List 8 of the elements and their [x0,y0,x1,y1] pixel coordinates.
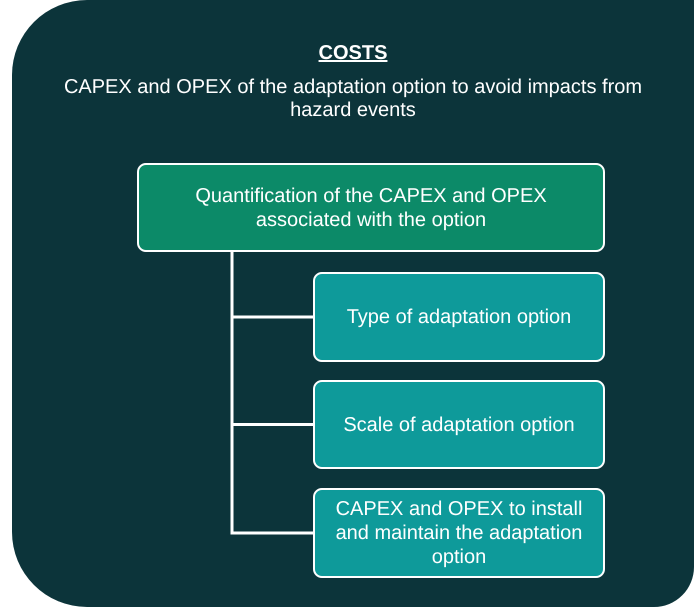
process-box: Scale of adaptation option [313,380,605,469]
heading: COSTS [318,42,388,65]
panel-background [12,0,694,607]
process-box: Type of adaptation option [313,272,605,362]
connector-line [230,252,313,534]
process-box: CAPEX and OPEX to install and maintain the adaptation option [313,488,605,578]
description: CAPEX and OPEX of the adaptation option to avoid impacts from hazard events [62,76,644,122]
process-box: Quantification of the CAPEX and OPEX associated with the option [137,163,605,252]
